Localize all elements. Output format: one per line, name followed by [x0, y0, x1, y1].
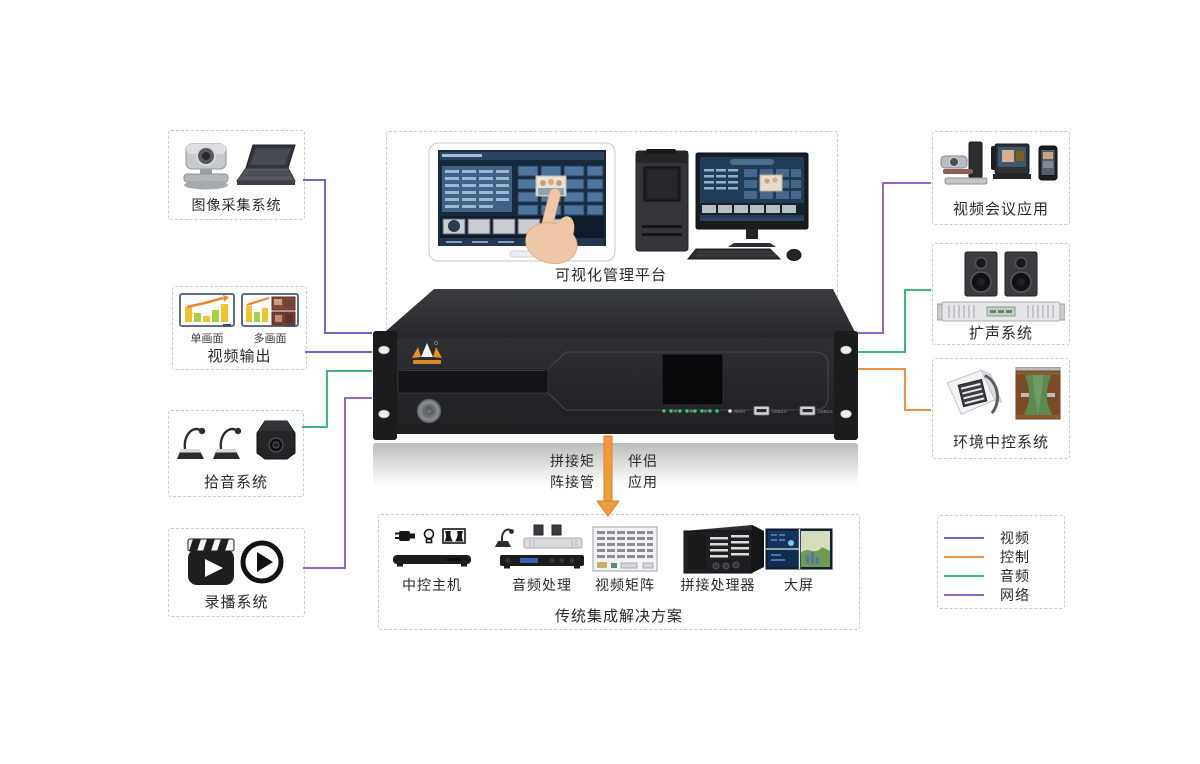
video-out-label: 视频输出: [207, 349, 272, 365]
legend-label-control: 控制: [1000, 550, 1030, 566]
amplifier-icon: [937, 300, 1065, 322]
play-button-icon: [239, 539, 285, 585]
ctrl-host-icon: [393, 528, 471, 567]
stage-light-icon: [943, 365, 1003, 427]
speakers-icon: [963, 250, 1039, 298]
env-box: 环境中控系统: [932, 358, 1070, 459]
legend-label-video: 视频: [1000, 531, 1030, 547]
video-matrix-icon: [592, 526, 658, 572]
desktop-pc-icon: [634, 147, 814, 263]
capture-label: 图像采集系统: [191, 199, 282, 214]
legend-item-video: 视频: [938, 528, 1064, 547]
tablet-icon: [428, 142, 616, 264]
brand-logo-icon: [412, 341, 442, 364]
legacy-label: 传统集成解决方案: [554, 609, 683, 625]
multi-screen-caption: 多画面: [253, 333, 287, 345]
single-screen-caption: 单画面: [190, 333, 224, 345]
audio-line-swatch: [944, 574, 984, 577]
panel-outline: [547, 351, 829, 411]
video-out-box: 单画面 多画面 视频输出: [172, 286, 307, 370]
legend-item-control: 控制: [938, 547, 1064, 566]
pa-audio-line: [856, 289, 931, 353]
multi-screen-monitor-icon: [241, 293, 299, 329]
capture-video-line: [303, 179, 372, 334]
control-line-swatch: [944, 555, 984, 558]
legend-item-network: 网络: [938, 585, 1064, 604]
companion-annotation: 伴侣 应用: [628, 452, 658, 494]
conference-box: 视频会议应用: [932, 131, 1070, 225]
legend-label-audio: 音频: [1000, 569, 1030, 585]
reset-label: Reset: [734, 409, 746, 414]
legend-box: 视频 控制 音频 网络: [937, 515, 1065, 609]
device-screen: [661, 353, 724, 406]
legacy-item-ctrl-host: 中控主机: [387, 523, 477, 595]
companion-line2: 应用: [628, 476, 658, 491]
wall-proc-label: 拼接处理器: [680, 579, 756, 594]
network-line-swatch: [944, 593, 984, 596]
env-label: 环境中控系统: [952, 435, 1049, 451]
pa-label: 扩声系统: [968, 326, 1033, 342]
usb-port-2: USB3.0: [799, 406, 833, 416]
big-screen-label: 大屏: [784, 579, 814, 594]
reset-button: Reset: [728, 409, 746, 414]
ptz-camera-icon: [177, 139, 235, 191]
video-line-swatch: [944, 536, 984, 539]
env-control-line: [856, 368, 931, 411]
power-button: [416, 398, 442, 424]
usb-port-1: USB3.0: [753, 406, 787, 416]
video-matrix-label: 视频矩阵: [595, 579, 655, 594]
usb2-label: USB3.0: [818, 409, 833, 414]
gooseneck-mic-icon: [213, 419, 247, 463]
laptop-icon: [235, 143, 299, 189]
usb1-label: USB3.0: [772, 409, 787, 414]
pa-box: 扩声系统: [932, 243, 1070, 345]
ctrl-host-label: 中控主机: [402, 579, 462, 594]
pickup-audio-line: [302, 370, 372, 428]
hand-icon: [525, 188, 578, 264]
speaker-unit-icon: [255, 419, 297, 463]
device-top-face: [378, 289, 858, 338]
conference-network-line: [856, 182, 931, 334]
record-box: 录播系统: [168, 528, 305, 617]
matrix-host-device: Reset USB3.0 USB3.0: [368, 283, 860, 498]
legend-item-audio: 音频: [938, 566, 1064, 585]
record-network-line: [303, 397, 372, 569]
platform-label: 可视化管理平台: [554, 268, 667, 284]
audio-proc-icon: [495, 524, 584, 569]
clapperboard-icon: [187, 537, 235, 587]
takeover-line2: 阵接管: [550, 476, 595, 491]
big-screen-icon: [765, 528, 833, 570]
record-label: 录播系统: [204, 595, 269, 611]
legacy-item-audio-proc: 音频处理: [494, 523, 590, 595]
single-screen-monitor-icon: [179, 293, 235, 329]
legacy-item-wall-proc: 拼接处理器: [668, 523, 768, 595]
video-conference-devices-icon: [939, 138, 1063, 194]
pickup-label: 拾音系统: [203, 475, 268, 491]
takeover-annotation: 拼接矩 阵接管: [550, 452, 595, 494]
wall-proc-icon: [683, 525, 764, 574]
legacy-box: 中控主机 音频处理: [378, 514, 860, 630]
conference-label: 视频会议应用: [952, 202, 1049, 218]
legacy-item-big-screen: 大屏: [764, 523, 834, 595]
gooseneck-mic-icon: [177, 419, 211, 463]
companion-line1: 伴侣: [628, 455, 658, 470]
pickup-box: 拾音系统: [168, 410, 304, 497]
status-leds: [662, 409, 719, 413]
capture-box: 图像采集系统: [168, 130, 305, 220]
curtain-icon: [1015, 367, 1061, 423]
device-right-ear: [834, 331, 858, 440]
takeover-line1: 拼接矩: [550, 455, 595, 470]
device-slot: [397, 368, 549, 394]
legend-label-network: 网络: [1000, 588, 1030, 604]
audio-proc-label: 音频处理: [512, 579, 572, 594]
device-reflection: [373, 443, 858, 485]
rack-screws: [378, 345, 852, 419]
legacy-item-video-matrix: 视频矩阵: [585, 523, 665, 595]
